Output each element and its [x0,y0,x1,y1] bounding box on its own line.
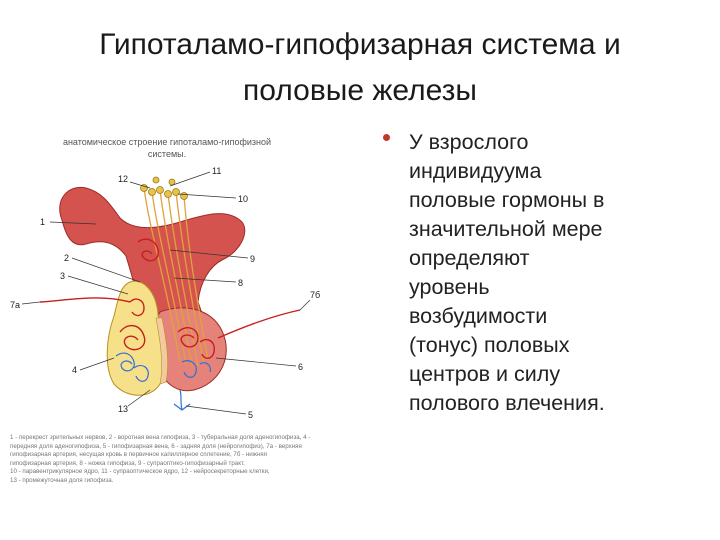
bullet-line: уровень [409,275,490,299]
legend-line: гипофизарная артерия, 8 - ножка гипофиза… [10,459,245,467]
artery-vessel [119,325,146,351]
neuron-cell [172,188,180,196]
hypophyseal-vein [173,389,191,411]
leader-line [173,277,237,283]
fiber [159,189,193,367]
neuron-cell [164,190,172,198]
leader-line [71,257,141,283]
label-12: 12 [118,174,128,184]
neuron-cell [168,178,176,186]
label-13: 13 [118,404,128,414]
anterior-lobe [106,280,164,396]
artery-vessel [137,238,159,262]
intermediate-lobe [155,317,168,385]
bullet-line: индивидуума [409,159,542,183]
leader-line [129,181,151,189]
title-line-1: Гипоталамо-гипофизарная система и [99,28,621,61]
artery-vessel [177,327,199,348]
vein-vessel [199,362,211,373]
neuron-cell [156,186,164,194]
figure-caption: анатомическое строение гипоталамо-гипофи… [22,136,312,160]
leader-line [79,357,115,371]
vein-vessel [133,364,149,382]
leader-line [49,221,97,225]
fiber [143,187,181,363]
artery-inferior [217,309,301,339]
slide-title: Гипоталамо-гипофизарная система и половы… [20,22,700,114]
bullet-line: половые гормоны в [409,188,605,212]
leader-line [67,275,129,295]
figure-caption-line-1: анатомическое строение гипоталамо-гипофи… [62,137,272,147]
legend-line: передняя доля аденогипофиза, 5 - гипофиз… [10,442,302,450]
vein-vessel [115,352,135,372]
neuron-cell [152,176,160,184]
bullet-line: (тонус) половых [409,333,570,357]
leader-lines [21,171,311,415]
leader-line [169,249,249,259]
legend-line: гипофизарная артерия, несущая кровь в пе… [10,451,268,459]
leader-line [299,299,311,311]
leader-line [177,193,237,199]
bullet-line: возбудимости [409,304,548,328]
leader-line [21,301,41,305]
vein-vessel [181,360,197,378]
leader-line [185,405,247,415]
figure-legend: 1 - перекрест зрительных нервов, 2 - вор… [10,434,350,486]
legend-line: 1 - перекрест зрительных нервов, 2 - вор… [10,434,311,441]
label-1: 1 [40,217,45,227]
bullet-line: значительной мере [409,217,603,241]
label-5: 5 [248,410,253,420]
bullet-marker [383,134,390,141]
hypophysis-diagram: 1 2 3 4 5 6 7а 7б 8 9 10 11 12 13 [10,166,320,420]
fiber [175,191,205,365]
fiber [183,195,209,361]
label-6: 6 [298,362,303,372]
title-line-2: половые железы [243,74,477,107]
bullet-line: полового влечения. [409,391,605,415]
label-9: 9 [250,254,255,264]
leader-line [127,389,151,407]
bullet-line: центров и силу [409,362,561,386]
artery-superior [39,297,131,303]
bullet-line: У взрослого [409,130,529,154]
fiber [167,193,199,367]
artery-vessel [199,338,215,359]
label-3: 3 [60,271,65,281]
neuron-cell [180,192,188,200]
bullet-line: определяют [409,246,530,270]
bullet-text: У взрослого индивидуума половые гормоны … [409,128,709,418]
label-7b: 7б [310,290,320,300]
arterial-network [39,238,301,359]
label-7a: 7а [10,300,20,310]
label-11: 11 [212,166,221,176]
label-2: 2 [64,253,69,263]
label-8: 8 [238,278,243,288]
artery-vessel [129,298,145,317]
label-4: 4 [72,365,77,375]
neuron-cell [140,184,148,192]
figure-caption-line-2: системы. [147,149,187,159]
label-10: 10 [238,194,248,204]
legend-line: 10 - паравентрикулярное ядро, 11 - супра… [10,468,270,476]
legend-line: 13 - промежуточная доля гипофиза. [10,476,114,484]
neurosecretory-cells [140,176,188,200]
leader-line [169,171,211,187]
leader-line [215,357,297,367]
neuron-cell [148,188,156,196]
